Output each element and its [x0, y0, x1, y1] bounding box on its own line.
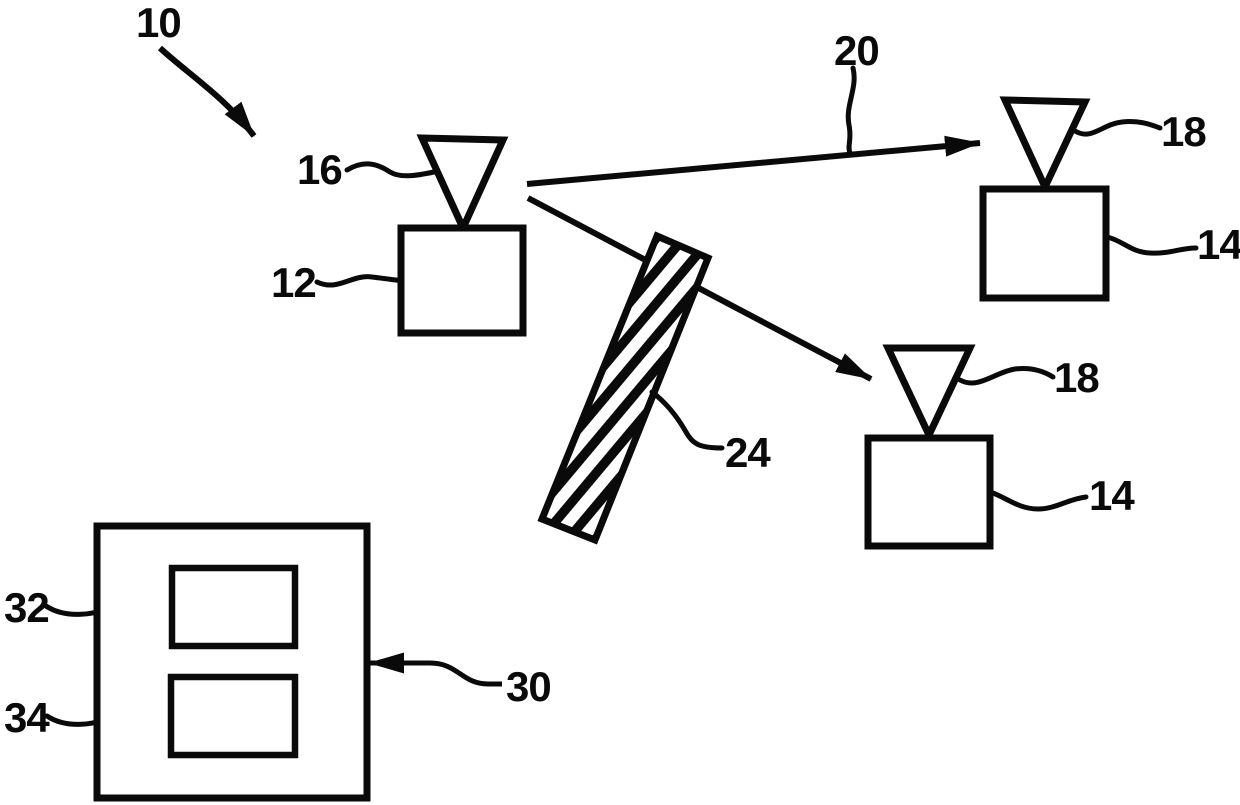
ref-label-14-bottom: 14 [1089, 472, 1135, 519]
ref-label-32: 32 [4, 584, 49, 631]
leader-18-bottom [957, 366, 1056, 386]
transmitter-antenna-icon [416, 134, 509, 237]
ref-label-34: 34 [4, 694, 50, 741]
leader-12 [314, 274, 406, 288]
ref-label-30: 30 [506, 663, 551, 710]
leader-14-top [1104, 234, 1199, 256]
ref-label-16: 16 [297, 146, 342, 193]
ref-label-24: 24 [725, 429, 771, 476]
ref-label-18-top: 18 [1161, 108, 1206, 155]
receiver-bottom-box [864, 434, 994, 550]
ref-label-20: 20 [834, 27, 879, 74]
ref-label-14-top: 14 [1197, 221, 1240, 268]
ref-label-12: 12 [271, 259, 316, 306]
leader-14-bottom [987, 489, 1089, 512]
leader-24 [649, 389, 725, 451]
receiver-bottom-antenna-icon [882, 344, 976, 444]
leader-18-top [1072, 119, 1163, 137]
module-top-box [168, 564, 299, 650]
receiver-top-box [979, 185, 1110, 302]
transmitter-box [397, 224, 527, 337]
leader-20 [845, 65, 857, 156]
obstacle-hatched-bar [537, 231, 713, 545]
ref-arrow-30 [368, 652, 502, 687]
ref-arrow-10 [157, 45, 257, 138]
ref-label-18-bottom: 18 [1054, 354, 1099, 401]
leader-16 [344, 161, 437, 179]
ref-label-10: 10 [136, 0, 181, 46]
module-bottom-box [167, 673, 299, 759]
receiver-top-antenna-icon [999, 96, 1091, 196]
signal-arrow-20 [526, 135, 981, 187]
